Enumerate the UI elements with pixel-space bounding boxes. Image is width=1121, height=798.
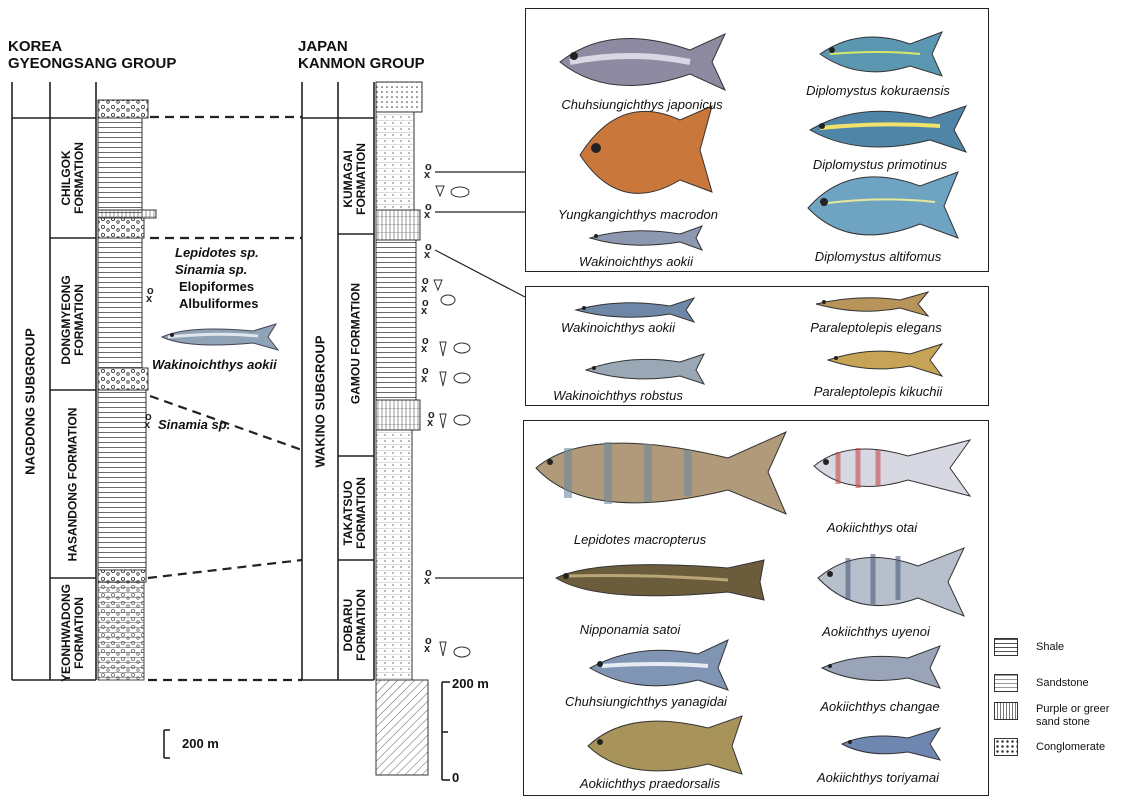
svg-text:x: x [421, 305, 428, 317]
caption-lepidotes-macropterus: Lepidotes macropterus [574, 532, 706, 547]
legend-shale-swatch [994, 638, 1018, 656]
legend-conglomerate-swatch [994, 738, 1018, 756]
korea-formation-hasandong: HASANDONG FORMATION [67, 395, 80, 575]
svg-text:x: x [146, 293, 153, 305]
caption-aokiichthys-toriyamai: Aokiichthys toriyamai [817, 770, 939, 785]
korea-formation-dongmyeong: DONGMYEONG FORMATION [60, 247, 86, 393]
japan-formation-gamou: GAMOU FORMATION [350, 264, 363, 424]
svg-text:x: x [424, 169, 431, 181]
japan-subgroup-label: WAKINO SUBGROUP [314, 252, 327, 552]
korea-formation-chilgok: CHILGOK FORMATION [60, 128, 86, 228]
caption-paraleptolepis-elegans: Paraleptolepis elegans [810, 320, 942, 335]
caption-nipponamia-satoi: Nipponamia satoi [580, 622, 680, 637]
svg-text:x: x [421, 283, 428, 295]
caption-diplomystus-kokuraensis: Diplomystus kokuraensis [806, 83, 950, 98]
legend-conglomerate-label: Conglomerate [1036, 741, 1105, 754]
taxon-sinamia: Sinamia sp. [175, 261, 259, 278]
svg-text:x: x [424, 575, 431, 587]
japan-scale-top: 200 m [452, 676, 489, 691]
box3-fish-art [528, 428, 988, 778]
caption-paraleptolepis-kikuchii: Paraleptolepis kikuchii [814, 384, 943, 399]
svg-text:x: x [144, 419, 151, 431]
japan-formation-kumagai: KUMAGAI FORMATION [342, 129, 368, 229]
caption-yungkangichthys-macrodon: Yungkangichthys macrodon [558, 207, 718, 222]
legend-sandstone-swatch [994, 674, 1018, 692]
svg-text:x: x [421, 373, 428, 385]
caption-aokiichthys-uyenoi: Aokiichthys uyenoi [822, 624, 930, 639]
caption-aokiichthys-praedorsalis: Aokiichthys praedorsalis [580, 776, 720, 791]
caption-wakinoichthys-aokii-1: Wakinoichthys aokii [579, 254, 693, 269]
korea-subgroup-label: NAGDONG SUBGROUP [24, 252, 37, 552]
korea-formation-yeonhwadong: YEONHWADONG FORMATION [60, 568, 86, 698]
svg-text:x: x [424, 249, 431, 261]
svg-text:x: x [424, 643, 431, 655]
caption-diplomystus-altifomus: Diplomystus altifomus [815, 249, 941, 264]
caption-wakinoichthys-aokii-2: Wakinoichthys aokii [561, 320, 675, 335]
japan-formation-dobaru: DOBARU FORMATION [342, 575, 368, 675]
caption-diplomystus-primotinus: Diplomystus primotinus [813, 157, 947, 172]
caption-aokiichthys-otai: Aokiichthys otai [827, 520, 917, 535]
legend-purple-sandstone-swatch [994, 702, 1018, 720]
caption-chuhsiungichthys-japonicus: Chuhsiungichthys japonicus [561, 97, 722, 112]
legend-sandstone-label: Sandstone [1036, 677, 1089, 690]
korea-scale-label: 200 m [182, 736, 219, 751]
svg-text:x: x [427, 417, 434, 429]
caption-wakinoichthys-robstus: Wakinoichthys robstus [553, 388, 683, 403]
japan-scale-bottom: 0 [452, 770, 459, 785]
taxon-elopiformes: Elopiformes [175, 278, 259, 295]
fish-wakinoichthys-korea [158, 322, 288, 352]
legend-purple-sandstone-label: Purple or greer sand stone [1036, 703, 1116, 729]
caption-chuhsiungichthys-yanagidai: Chuhsiungichthys yanagidai [565, 694, 727, 709]
legend-shale-label: Shale [1036, 641, 1064, 654]
taxon-lepidotes: Lepidotes sp. [175, 244, 259, 261]
korea-fish-label: Wakinoichthys aokii [152, 356, 277, 373]
svg-text:x: x [421, 343, 428, 355]
hasandong-taxa: Sinamia sp. [158, 416, 230, 433]
dongmyeong-taxa: Lepidotes sp. Sinamia sp. Elopiformes Al… [175, 244, 259, 312]
caption-aokiichthys-changae: Aokiichthys changae [820, 699, 939, 714]
japan-formation-takatsuo: TAKATSUO FORMATION [342, 463, 368, 563]
box1-fish-art [540, 20, 980, 260]
taxon-albuliformes: Albuliformes [175, 295, 259, 312]
svg-text:x: x [424, 209, 431, 221]
